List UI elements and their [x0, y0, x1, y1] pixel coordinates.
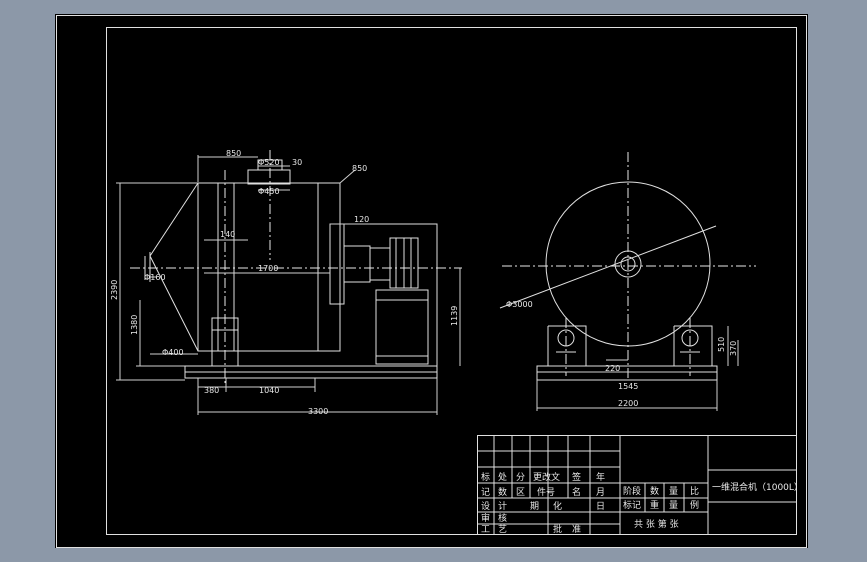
phi3000-leader: [499, 225, 717, 309]
dim-1040: 1040: [259, 386, 279, 395]
tb-yue: 月: [596, 487, 605, 498]
tb-shu2: 数: [650, 485, 659, 497]
dim-30: 30: [292, 158, 302, 167]
tb-shen: 审: [481, 512, 490, 524]
tb-yi: 艺: [498, 524, 507, 535]
front-dimensions: [116, 155, 461, 415]
tb-qi: 期: [530, 501, 539, 512]
dim-380: 380: [204, 386, 219, 395]
dim-r850: 850: [352, 164, 367, 173]
dim-phi400: Φ400: [162, 348, 184, 357]
tb-ming: 名: [572, 486, 581, 498]
tb-fen: 分: [516, 472, 525, 483]
side-base: [536, 365, 718, 381]
tb-genggaiwen: 更改文: [533, 471, 560, 483]
dim-1380: 1380: [130, 315, 139, 335]
dim-phi520: Φ520: [258, 158, 280, 167]
tb-liang2: 量: [669, 500, 678, 511]
dim-220: 220: [605, 364, 620, 373]
dim-850-top: 850: [226, 149, 241, 158]
side-dimensions: [536, 326, 739, 411]
tb-she: 设: [481, 501, 490, 512]
drum-body: [197, 182, 341, 352]
tb-biaoji: 标记: [623, 499, 641, 511]
tb-qian: 签: [572, 471, 581, 483]
dim-140: 140: [220, 230, 235, 239]
title-block: [477, 435, 797, 535]
dim-phi3000: Φ3000: [506, 300, 533, 309]
tb-liang: 量: [669, 486, 678, 497]
tb-jianhao: 件号: [537, 486, 555, 498]
tb-gong-zhang-di-zhang: 共 张 第 张: [634, 518, 679, 530]
tb-chu: 处: [498, 471, 507, 483]
tb-bi: 比: [690, 485, 699, 497]
tb-shu: 数: [498, 486, 507, 498]
outer-sheet-border: [56, 15, 807, 548]
tb-pi: 批: [553, 523, 562, 535]
drawing-title: 一维混合机（1000L）: [712, 481, 803, 493]
drawing-viewport: [55, 14, 808, 548]
tb-ri: 日: [596, 501, 605, 512]
dim-2200: 2200: [618, 399, 638, 408]
dim-1139: 1139: [450, 306, 459, 326]
dim-370: 370: [729, 341, 738, 356]
tb-gong: 工: [481, 525, 490, 535]
tb-qu: 区: [516, 487, 525, 498]
dim-120: 120: [354, 215, 369, 224]
dim-phi160: Φ160: [144, 273, 166, 282]
tb-jieduan: 阶段: [623, 485, 641, 497]
dim-phi450: Φ450: [258, 187, 280, 196]
dim-1545: 1545: [618, 382, 638, 391]
motor-stand: [375, 289, 429, 365]
inner-sheet-border: [106, 27, 797, 535]
dim-3300: 3300: [308, 407, 328, 416]
dim-1700: 1700: [258, 264, 278, 273]
tb-ji: 记: [481, 487, 490, 498]
tb-nian: 年: [596, 471, 605, 483]
tb-hua: 化: [553, 500, 562, 512]
tb-biao: 标: [481, 471, 490, 483]
tb-jishe: 计: [498, 500, 507, 512]
dim-510: 510: [717, 337, 726, 352]
left-bearing-support: [547, 325, 587, 367]
dim-2390: 2390: [110, 280, 119, 300]
tb-zhong: 重: [650, 499, 659, 511]
tb-he: 核: [498, 512, 507, 524]
right-bearing-support: [673, 325, 713, 367]
tb-li: 例: [690, 499, 699, 511]
tb-zhun: 准: [572, 524, 581, 535]
